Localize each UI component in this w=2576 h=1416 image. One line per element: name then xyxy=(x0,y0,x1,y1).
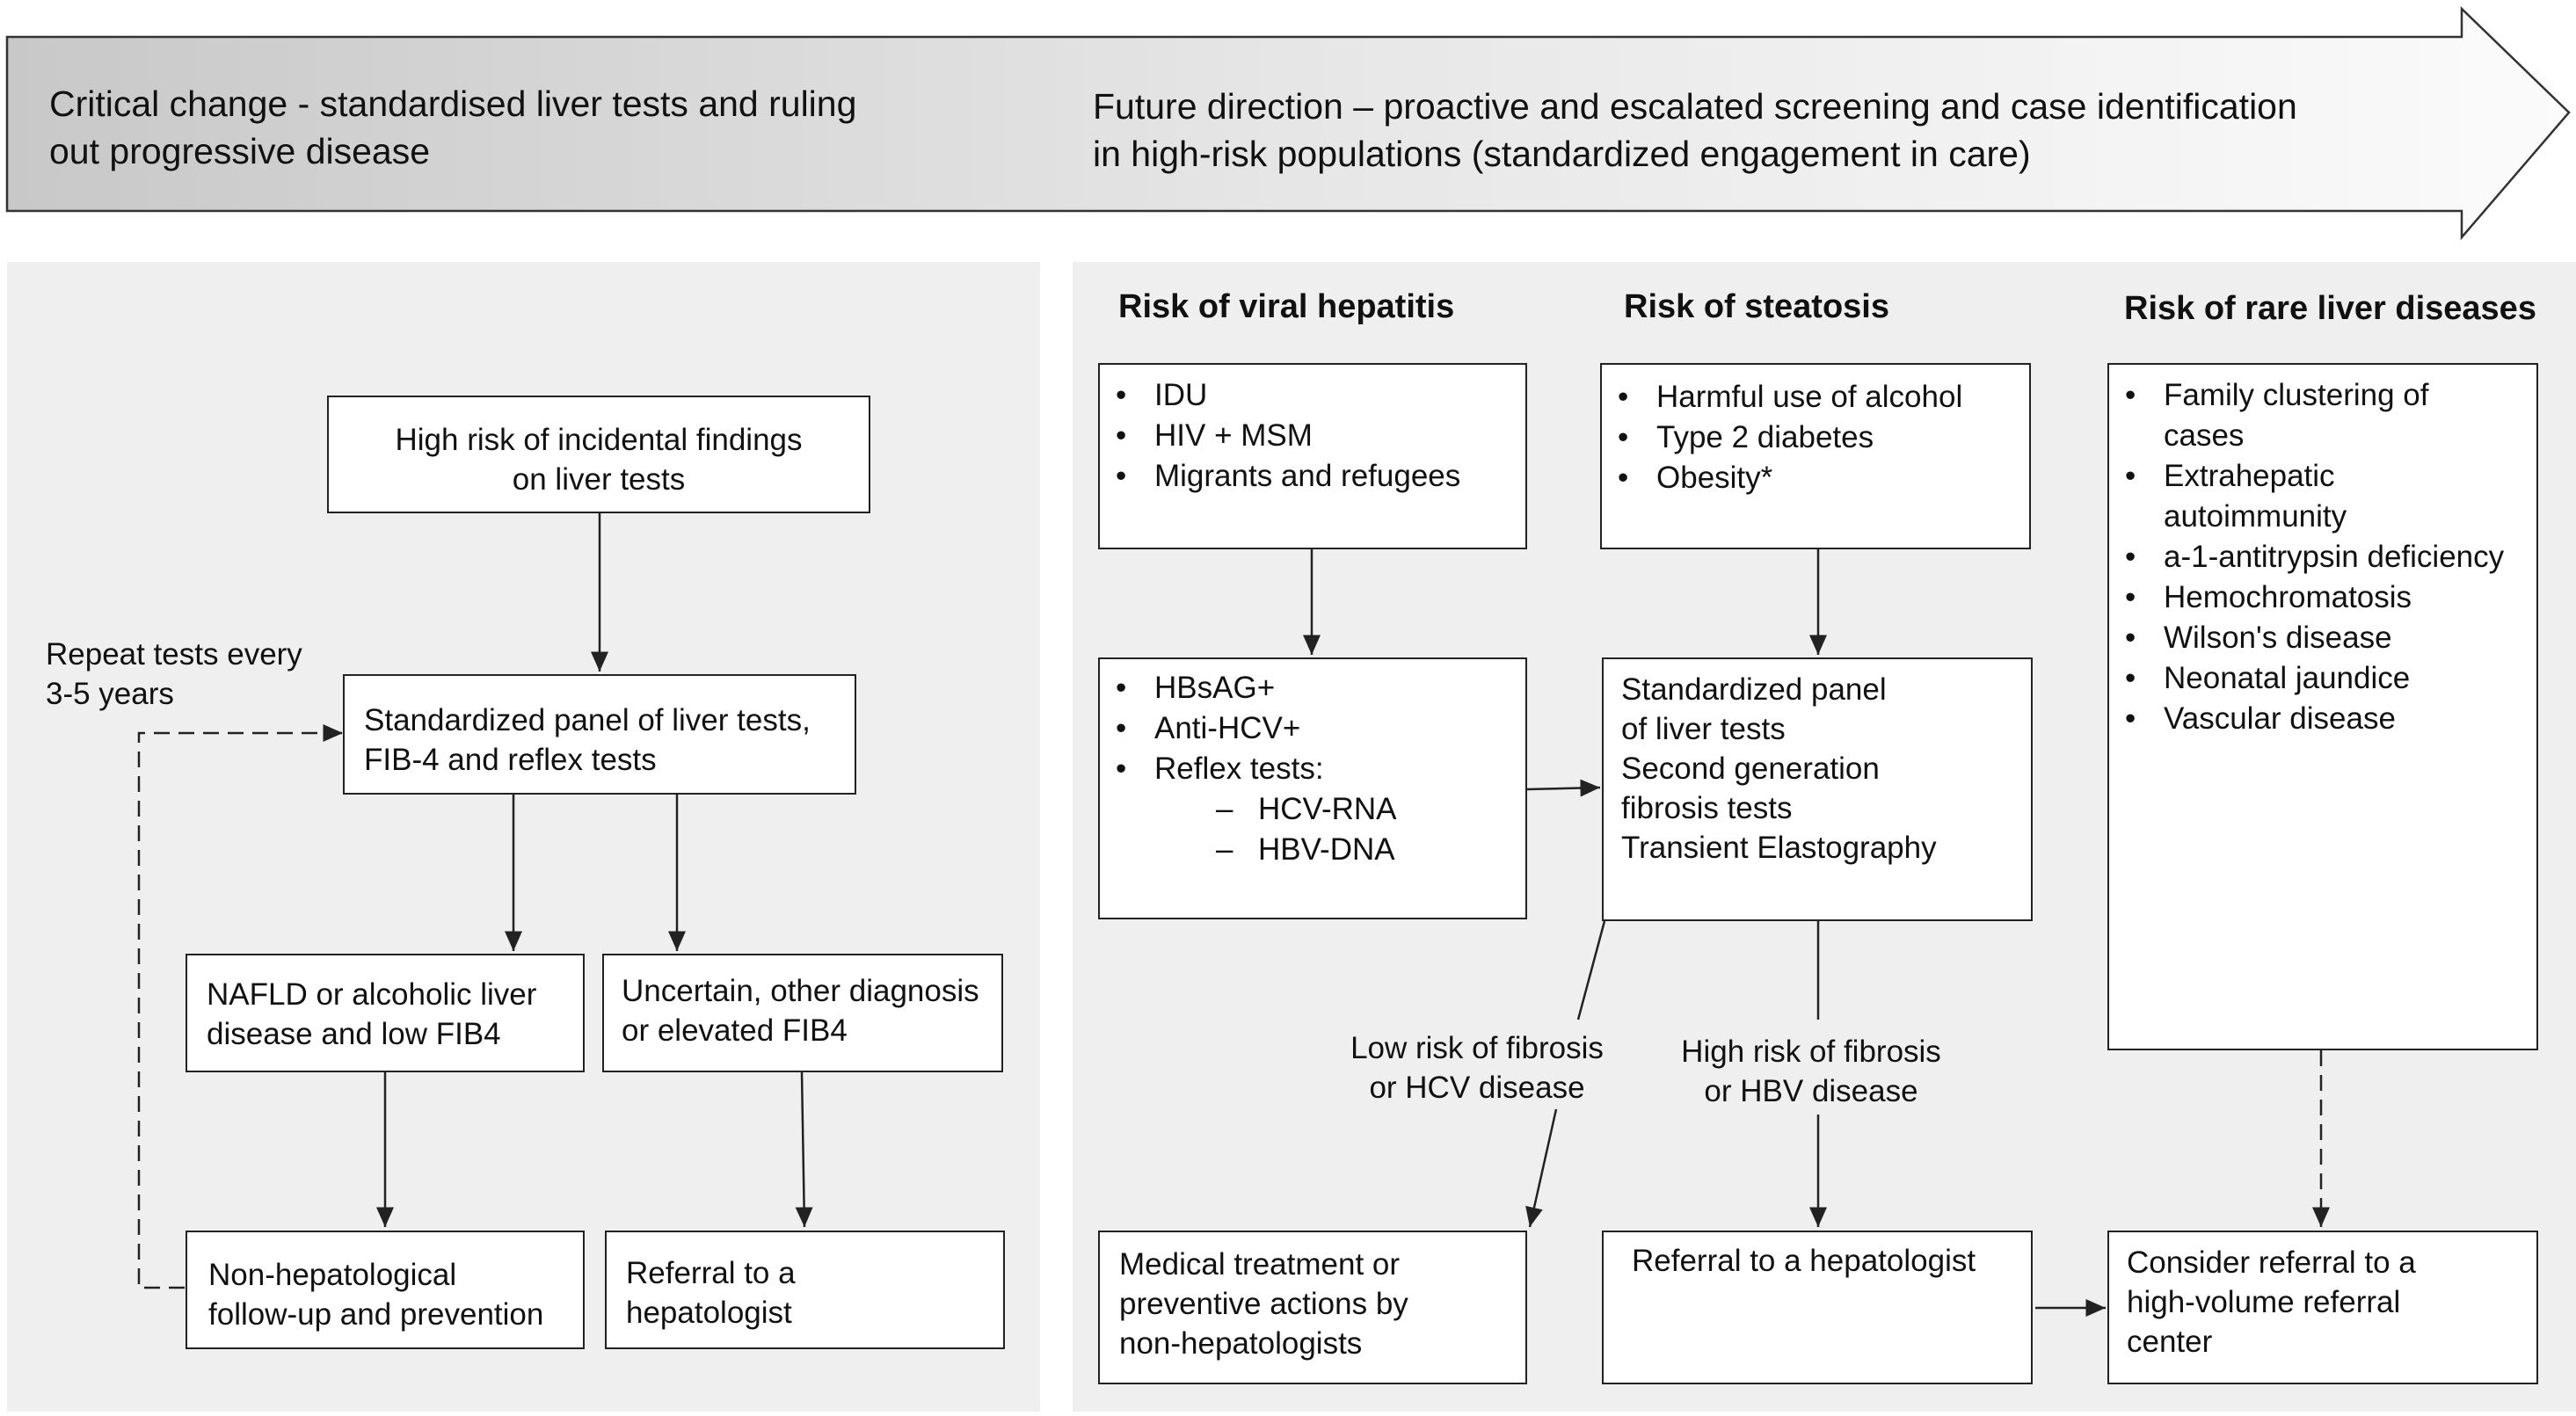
viral-risks-box: IDUHIV + MSMMigrants and refugees xyxy=(1098,363,1527,549)
left-referral-text: Referral to a hepatologist xyxy=(626,1256,796,1330)
nafld-text: NAFLD or alcoholic liver disease and low… xyxy=(207,977,537,1051)
viral-risks-list: IDUHIV + MSMMigrants and refugees xyxy=(1100,375,1525,497)
list-item: IDU xyxy=(1100,375,1525,416)
nonhep-followup-box: Non-hepatological follow-up and preventi… xyxy=(186,1231,585,1349)
list-item: Obesity* xyxy=(1602,458,2029,498)
list-item: Migrants and refugees xyxy=(1100,456,1525,497)
list-item: Anti-HCV+ xyxy=(1100,708,1525,749)
banner-left-text: Critical change - standardised liver tes… xyxy=(49,84,857,171)
steatosis-risks-list: Harmful use of alcoholType 2 diabetesObe… xyxy=(1602,377,2029,498)
repeat-tests-note: Repeat tests every 3-5 years xyxy=(46,637,302,711)
list-item: Neonatal jaundice xyxy=(2109,658,2536,699)
uncertain-diagnosis-box: Uncertain, other diagnosis or elevated F… xyxy=(602,954,1003,1072)
list-item: Vascular disease xyxy=(2109,699,2536,739)
high-risk-label: High risk of fibrosis or HBV disease xyxy=(1681,1035,1941,1108)
list-item: Reflex tests: xyxy=(1100,749,1525,789)
list-item: HIV + MSM xyxy=(1100,416,1525,456)
arrow-viral-tests-to-steatosis-tests xyxy=(1526,779,1601,797)
uncertain-diagnosis-text: Uncertain, other diagnosis or elevated F… xyxy=(622,974,979,1048)
rare-risks-box: Family clustering of casesExtrahepatic a… xyxy=(2107,363,2538,1050)
arrow-uncertain-to-referral xyxy=(795,1071,813,1228)
nafld-box: NAFLD or alcoholic liver disease and low… xyxy=(186,954,585,1072)
steatosis-risks-box: Harmful use of alcoholType 2 diabetesObe… xyxy=(1600,363,2031,549)
arrow-low-risk-to-medical xyxy=(1525,1108,1558,1228)
list-item: HCV-RNA xyxy=(1100,789,1525,830)
incidental-findings-text: High risk of incidental findings on live… xyxy=(395,423,803,497)
medical-treatment-text: Medical treatment or preventive actions … xyxy=(1119,1247,1408,1361)
right-referral-text: Referral to a hepatologist xyxy=(1632,1244,1976,1278)
steatosis-tests-box: Standardized panel of liver tests Second… xyxy=(1602,657,2033,921)
list-item: Harmful use of alcohol xyxy=(1602,377,2029,418)
header-steatosis: Risk of steatosis xyxy=(1624,288,1889,325)
high-volume-center-text: Consider referral to a high-volume refer… xyxy=(2127,1245,2416,1359)
left-referral-box: Referral to a hepatologist xyxy=(605,1231,1005,1349)
rare-risks-list: Family clustering of casesExtrahepatic a… xyxy=(2109,375,2536,739)
right-referral-box: Referral to a hepatologist xyxy=(1602,1231,2033,1384)
standardized-panel-box: Standardized panel of liver tests, FIB-4… xyxy=(343,674,856,795)
banner-arrow xyxy=(5,6,2571,241)
banner-right-text: Future direction – proactive and escalat… xyxy=(1093,86,2297,174)
standardized-panel-text: Standardized panel of liver tests, FIB-4… xyxy=(364,703,811,777)
high-volume-center-box: Consider referral to a high-volume refer… xyxy=(2107,1231,2538,1384)
incidental-findings-box: High risk of incidental findings on live… xyxy=(327,396,870,513)
list-item: a-1-antitrypsin deficiency xyxy=(2109,537,2536,577)
line-low-risk-top xyxy=(1576,920,1606,1020)
list-item: HBsAG+ xyxy=(1100,668,1525,708)
header-viral-hepatitis: Risk of viral hepatitis xyxy=(1118,288,1455,325)
viral-tests-list: HBsAG+Anti-HCV+Reflex tests:HCV-RNAHBV-D… xyxy=(1100,668,1525,870)
list-item: HBV-DNA xyxy=(1100,830,1525,870)
list-item: Family clustering of cases xyxy=(2109,375,2536,456)
nonhep-followup-text: Non-hepatological follow-up and preventi… xyxy=(208,1258,544,1332)
list-item: Extrahepatic autoimmunity xyxy=(2109,456,2536,537)
list-item: Type 2 diabetes xyxy=(1602,418,2029,458)
list-item: Hemochromatosis xyxy=(2109,577,2536,618)
steatosis-tests-text: Standardized panel of liver tests Second… xyxy=(1621,672,1937,865)
list-item: Wilson's disease xyxy=(2109,618,2536,658)
dashed-repeat-loop xyxy=(137,724,343,1289)
viral-tests-box: HBsAG+Anti-HCV+Reflex tests:HCV-RNAHBV-D… xyxy=(1098,657,1527,919)
medical-treatment-box: Medical treatment or preventive actions … xyxy=(1098,1231,1527,1384)
low-risk-label: Low risk of fibrosis or HCV disease xyxy=(1350,1031,1604,1105)
header-rare-diseases: Risk of rare liver diseases xyxy=(2124,290,2536,327)
